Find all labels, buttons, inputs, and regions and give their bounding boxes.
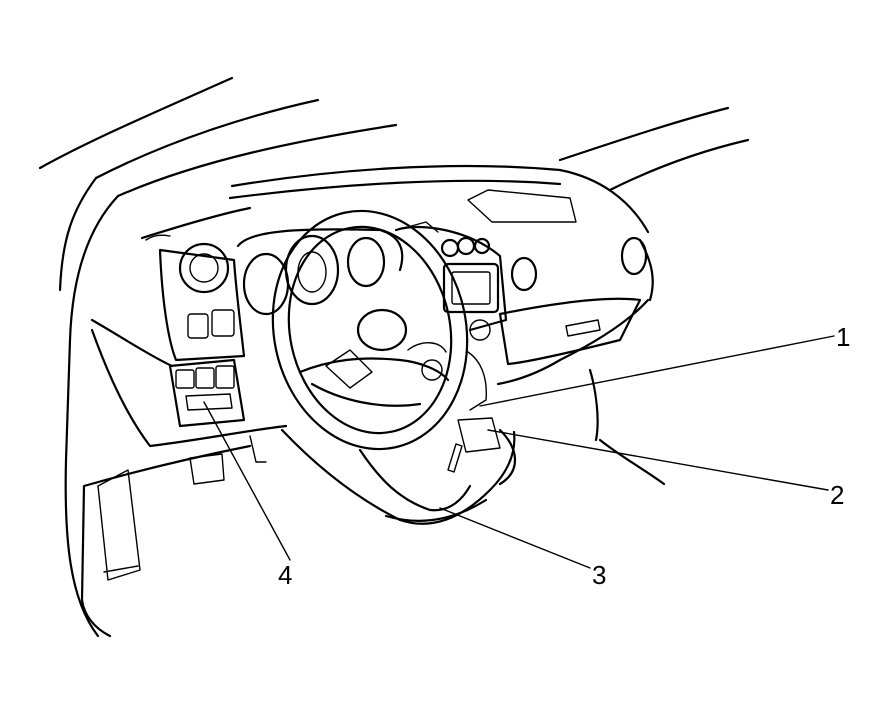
- leader-line-4: [203, 401, 291, 561]
- leader-lines: [203, 335, 835, 569]
- leader-line-3: [439, 507, 591, 569]
- glovebox: [498, 297, 666, 486]
- steering-wheel: [271, 209, 469, 451]
- callout-1: 1: [836, 322, 850, 352]
- callout-labels: 1 2 3 4: [278, 322, 850, 590]
- leader-line-1: [479, 335, 835, 407]
- callout-3: 3: [592, 560, 606, 590]
- windshield-lines: [38, 76, 750, 198]
- leader-line-2: [487, 429, 829, 491]
- left-door-frame: [58, 176, 141, 638]
- callout-2: 2: [830, 480, 844, 510]
- center-stack: [394, 221, 538, 381]
- lower-left-panel: [82, 318, 288, 488]
- lower-column-shroud: [280, 351, 516, 525]
- left-vent-panel: [145, 234, 246, 362]
- callout-4: 4: [278, 560, 292, 590]
